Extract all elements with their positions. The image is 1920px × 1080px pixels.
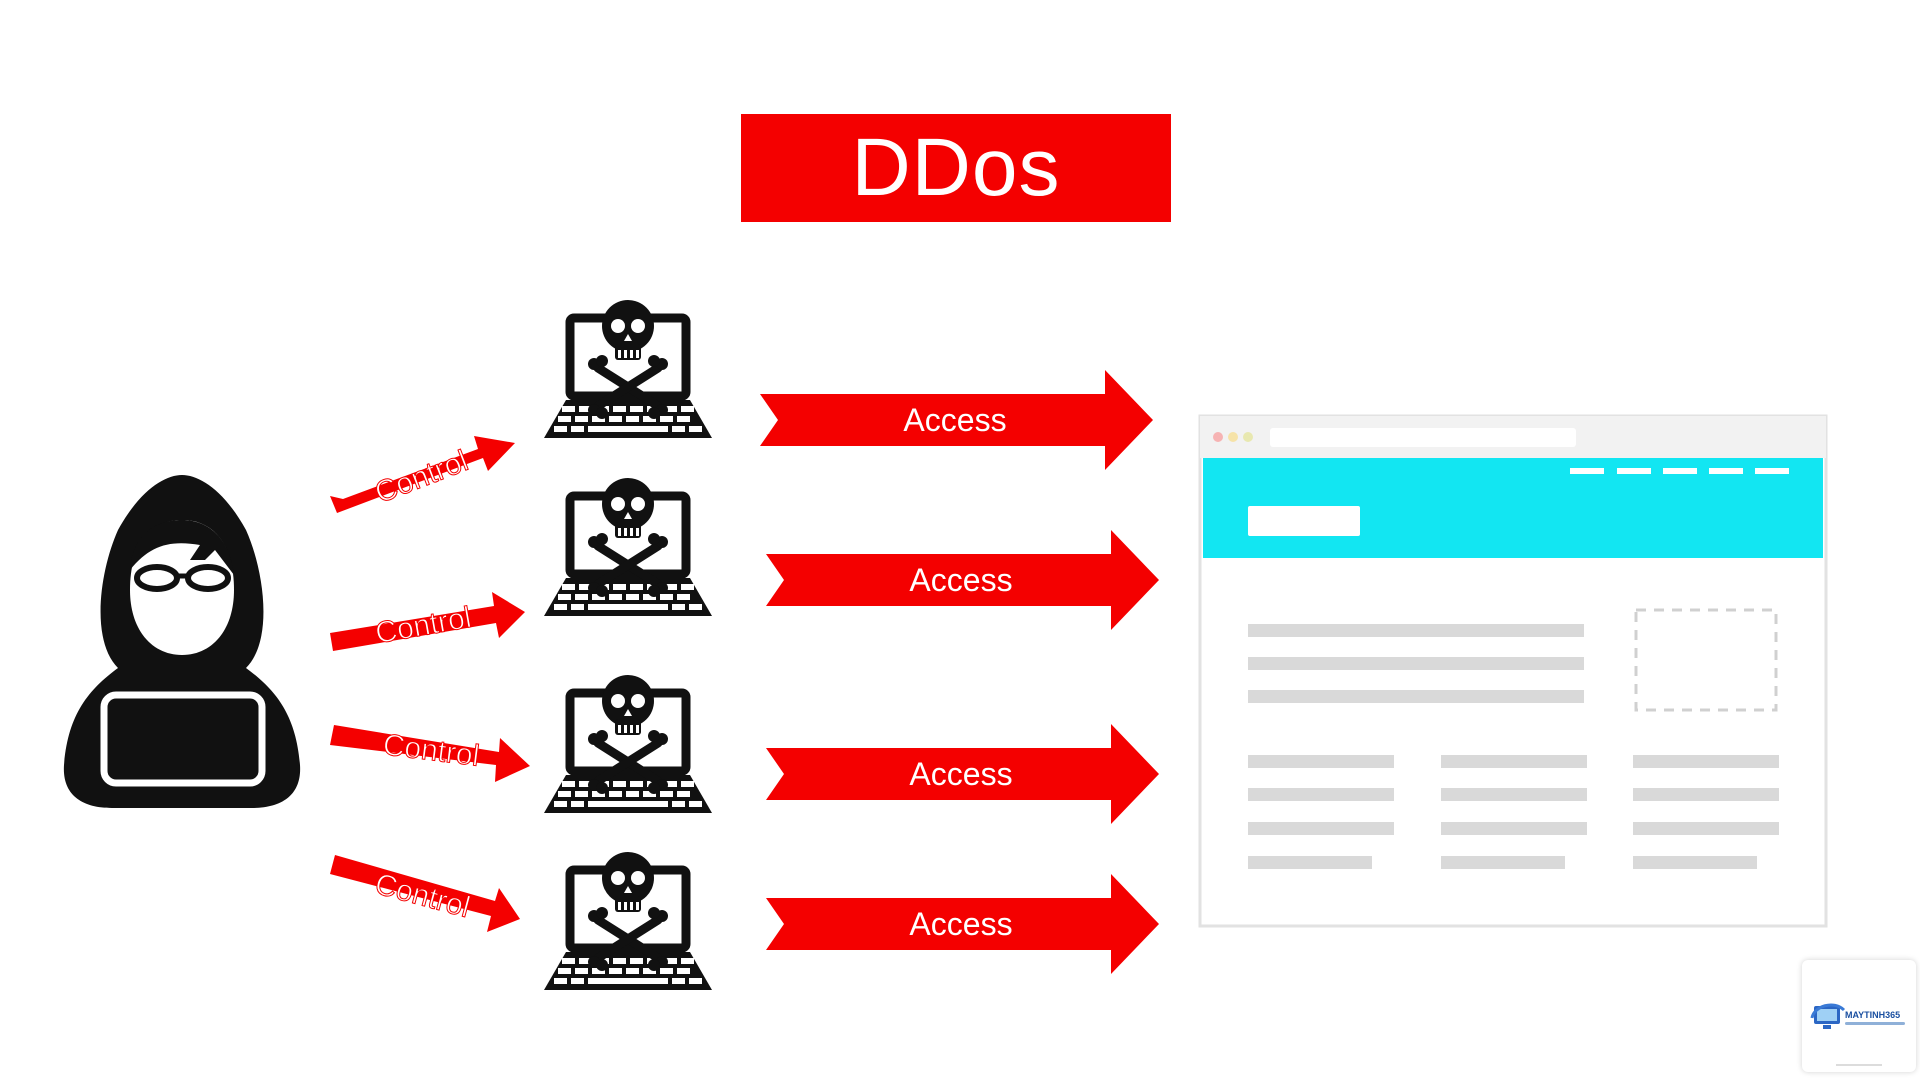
access-label-2: Access [909, 562, 1012, 598]
bot-laptop-2 [544, 478, 712, 616]
bot-laptop-4 [544, 852, 712, 990]
control-label-2: Control [373, 601, 474, 650]
watermark-brand: MAYTINH365 [1845, 1010, 1901, 1020]
watermark-logo: MAYTINH365 [1802, 960, 1916, 1072]
title-banner: DDos [741, 114, 1171, 222]
access-label-3: Access [909, 756, 1012, 792]
access-arrow-1 [760, 370, 1153, 470]
target-website [1198, 414, 1828, 928]
address-bar [1270, 428, 1576, 447]
control-label-4: Control [371, 867, 473, 924]
control-arrows [330, 436, 530, 932]
access-arrow-3 [766, 724, 1159, 824]
access-label-4: Access [909, 906, 1012, 942]
control-arrow-1 [330, 436, 515, 513]
image-placeholder [1634, 608, 1778, 712]
bot-laptop-3 [544, 675, 712, 813]
control-arrow-3 [330, 725, 530, 782]
maytinh365-logo-icon [1810, 1003, 1846, 1029]
window-dot-red [1213, 432, 1223, 442]
bot-laptops [544, 300, 712, 990]
page-title: DDos [851, 122, 1061, 213]
site-logo-placeholder [1248, 506, 1360, 536]
access-arrows [760, 370, 1159, 974]
bot-laptop-1 [544, 300, 712, 438]
control-label-1: Control [371, 444, 473, 509]
control-label-3: Control [381, 728, 481, 773]
text-placeholder-lines [1248, 624, 1779, 869]
control-arrow-2 [330, 592, 525, 651]
watermark-footer-line [1836, 1064, 1882, 1066]
hacker-icon [63, 475, 301, 808]
site-nav [1570, 468, 1789, 474]
window-dot-yellow [1228, 432, 1238, 442]
window-dot-green [1243, 432, 1253, 442]
access-arrow-4 [766, 874, 1159, 974]
access-label-1: Access [903, 402, 1006, 438]
watermark-tagline [1845, 1022, 1905, 1025]
control-arrow-4 [330, 855, 520, 932]
access-arrow-2 [766, 530, 1159, 630]
